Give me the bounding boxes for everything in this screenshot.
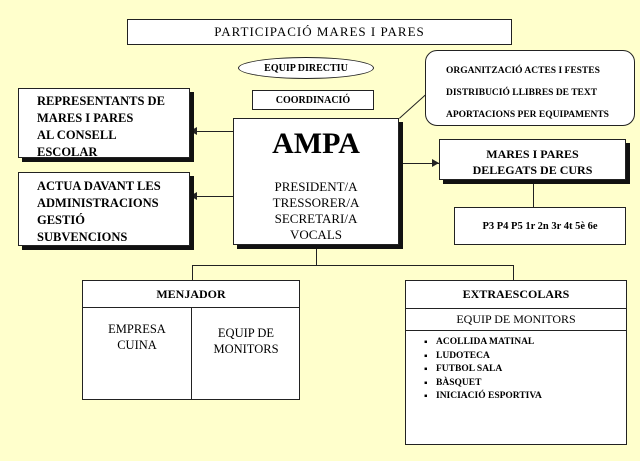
ampa-title: AMPA xyxy=(272,127,360,160)
arrow-left-bottom xyxy=(190,192,197,200)
menjador-divider xyxy=(191,307,192,399)
actua-node: ACTUA DAVANT LES ADMINISTRACIONS GESTIÓ … xyxy=(18,172,190,246)
activity-item: ORGANITZACIÓ ACTES I FESTES xyxy=(446,66,600,76)
representants-line: ESCOLAR xyxy=(37,145,98,159)
menjador-equip-monitors: EQUIP DE MONITORS xyxy=(192,325,300,357)
delegats-node: MARES I PARES DELEGATS DE CURS xyxy=(439,139,626,180)
ampa-roles: PRESIDENT/A TRESSORER/A SECRETARI/A VOCA… xyxy=(234,179,398,243)
extraescolars-subtitle: EQUIP DE MONITORS xyxy=(406,308,626,331)
connector-right-delegats xyxy=(399,163,439,164)
representants-line: REPRESENTANTS DE xyxy=(37,94,165,108)
representants-line: MARES I PARES xyxy=(37,111,134,125)
ampa-role: SECRETARI/A xyxy=(274,211,358,226)
connector-left-top xyxy=(190,131,233,132)
page-title: PARTICIPACIÓ MARES I PARES xyxy=(127,19,512,45)
extraescolars-node: EXTRAESCOLARS EQUIP DE MONITORS ACOLLIDA… xyxy=(405,280,627,445)
connector-left-bottom xyxy=(190,196,233,197)
list-item: ACOLLIDA MATINAL xyxy=(424,336,542,350)
actua-line: GESTIÓ xyxy=(37,213,85,227)
actua-line: ACTUA DAVANT LES xyxy=(37,179,161,193)
delegats-line: DELEGATS DE CURS xyxy=(472,162,593,177)
connector-ampa-activities xyxy=(399,92,428,119)
coordinacio-node: COORDINACIÓ xyxy=(252,90,374,110)
ampa-role: VOCALS xyxy=(289,227,342,242)
empresa-line: CUINA xyxy=(117,338,157,352)
list-item: FUTBOL SALA xyxy=(424,363,542,377)
ampa-role: TRESSORER/A xyxy=(272,195,360,210)
list-item: INICIACIÓ ESPORTIVA xyxy=(424,390,542,404)
menjador-node: MENJADOR EMPRESA CUINA EQUIP DE MONITORS xyxy=(82,280,300,400)
representants-line: AL CONSELL xyxy=(37,128,117,142)
actua-line: ADMINISTRACIONS xyxy=(37,196,159,210)
representants-node: REPRESENTANTS DE MARES I PARES AL CONSEL… xyxy=(18,88,190,159)
activity-item: DISTRIBUCIÓ LLIBRES DE TEXT xyxy=(446,88,598,98)
extraescolars-title: EXTRAESCOLARS xyxy=(406,281,626,309)
delegats-line: MARES I PARES xyxy=(486,146,579,161)
ampa-node: AMPA PRESIDENT/A TRESSORER/A SECRETARI/A… xyxy=(233,118,399,245)
equip-line: MONITORS xyxy=(213,342,279,356)
empresa-line: EMPRESA xyxy=(108,322,166,336)
list-item: LUDOTECA xyxy=(424,350,542,364)
activities-node: ORGANITZACIÓ ACTES I FESTES DISTRIBUCIÓ … xyxy=(425,50,635,126)
actua-line: SUBVENCIONS xyxy=(37,230,128,244)
empresa-cuina: EMPRESA CUINA xyxy=(83,321,191,353)
equip-directiu-node: EQUIP DIRECTIU xyxy=(238,57,374,79)
activity-item: APORTACIONS PER EQUIPAMENTS xyxy=(446,110,609,120)
connector-to-menjador xyxy=(192,265,193,280)
connector-delegats-courses xyxy=(533,180,534,207)
connector-horizontal xyxy=(192,265,514,266)
extraescolars-list: ACOLLIDA MATINAL LUDOTECA FUTBOL SALA BÀ… xyxy=(424,336,542,404)
list-item: BÀSQUET xyxy=(424,377,542,391)
courses-node: P3 P4 P5 1r 2n 3r 4t 5è 6e xyxy=(454,207,626,245)
equip-line: EQUIP DE xyxy=(217,326,275,340)
ampa-role: PRESIDENT/A xyxy=(274,179,358,194)
arrow-right-delegats xyxy=(432,159,439,167)
connector-ampa-down xyxy=(316,245,317,265)
menjador-title: MENJADOR xyxy=(83,281,299,308)
arrow-left-top xyxy=(190,127,197,135)
connector-to-extra xyxy=(513,265,514,280)
